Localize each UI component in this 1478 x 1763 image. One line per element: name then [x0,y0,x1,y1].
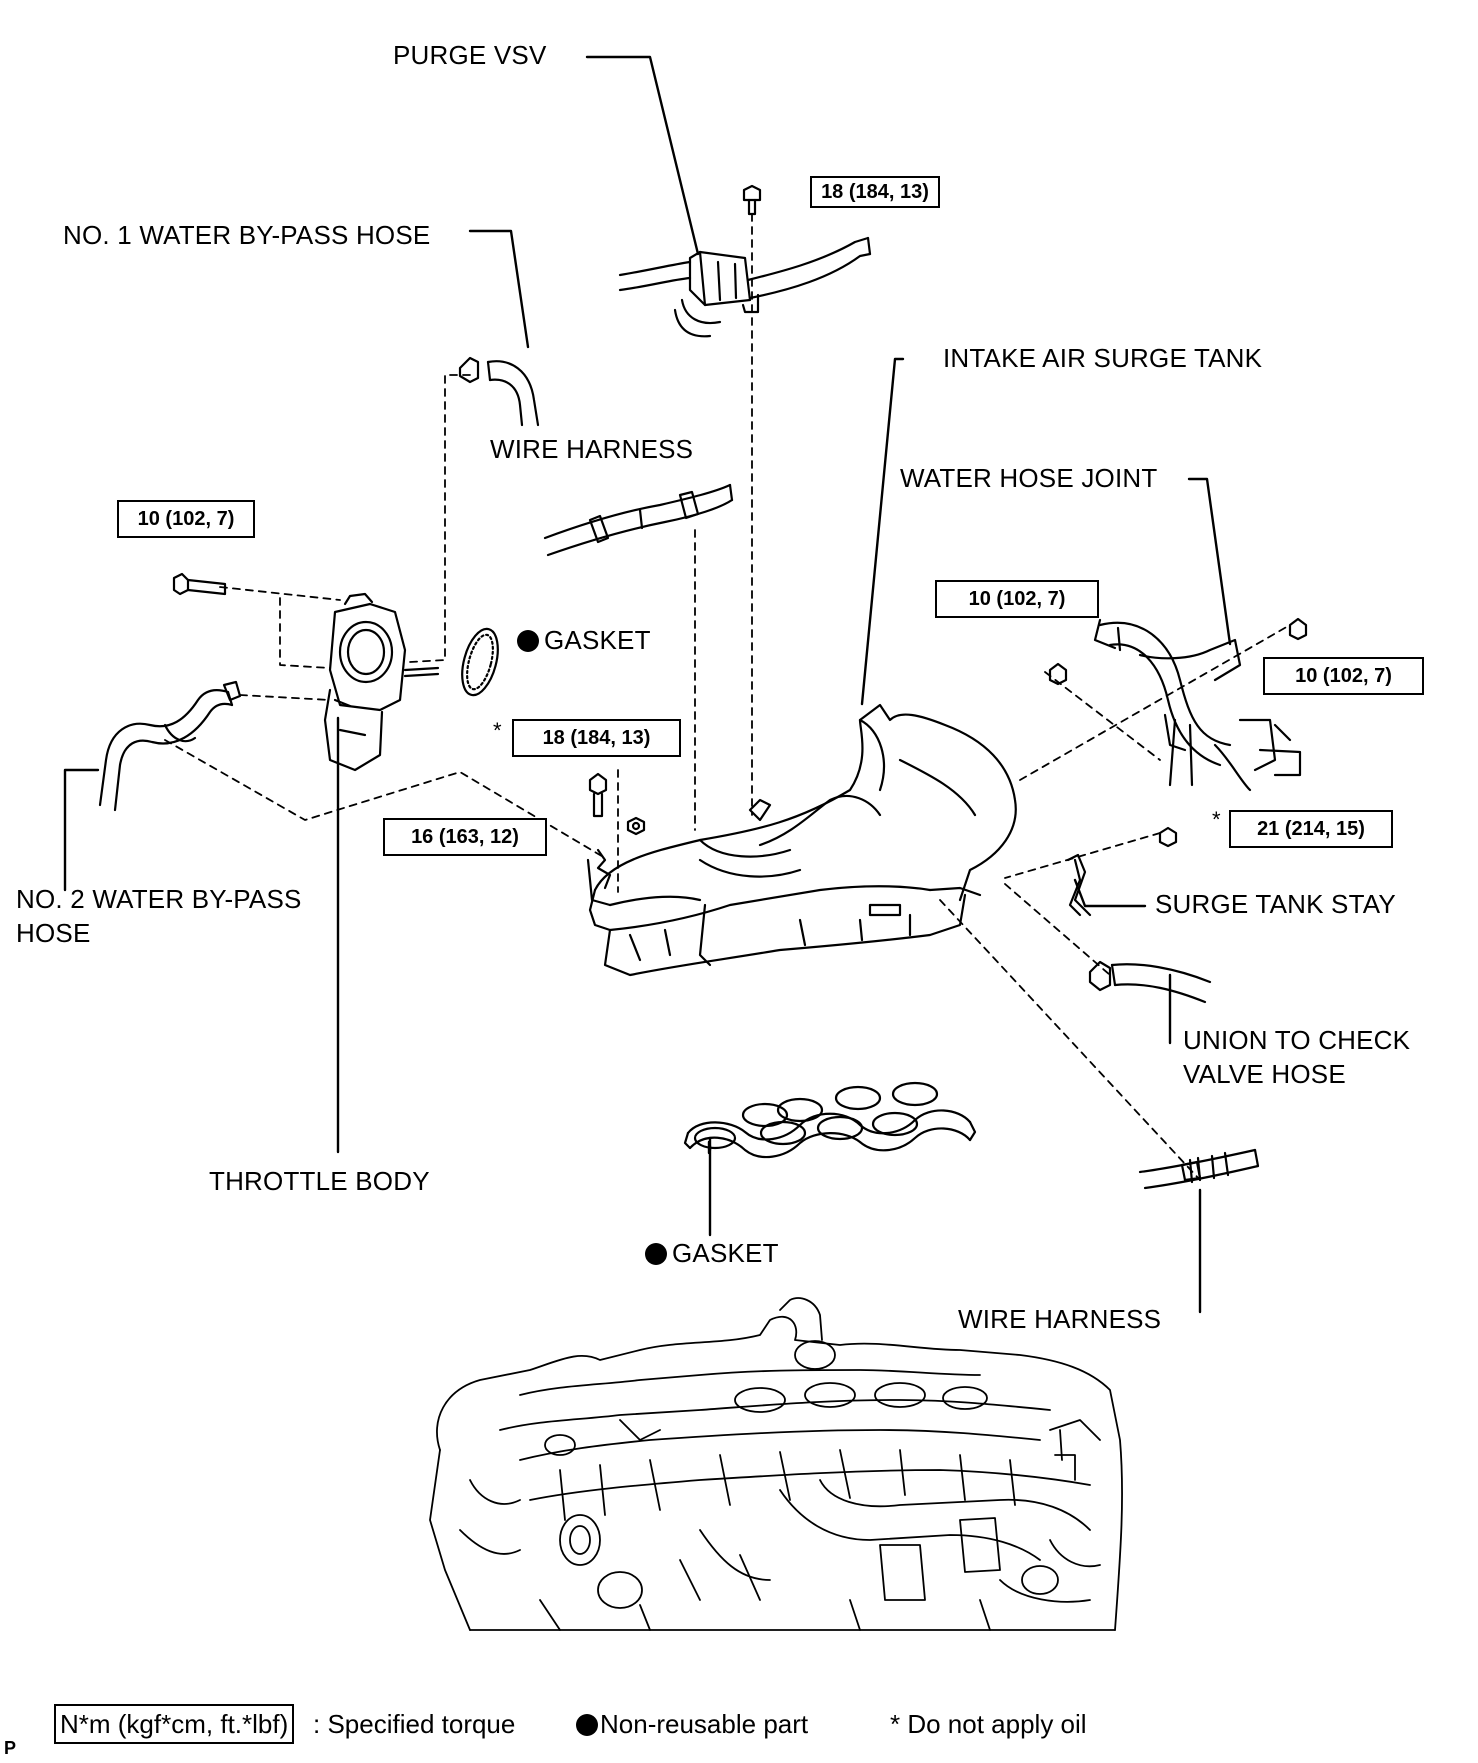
label-water-hose-joint: WATER HOSE JOINT [900,463,1158,493]
legend-no-oil: * Do not apply oil [890,1709,1087,1739]
no2-water-bypass-hose-line1: NO. 2 WATER BY-PASS [16,884,302,914]
no-oil-star-mark: * [493,718,502,743]
purge-vsv-drawing [618,184,872,338]
no2-water-bypass-hose-drawing [98,680,242,812]
intake-surge-tank-drawing [588,703,1017,977]
label-gasket-lower: GASKET [645,1236,779,1270]
dashed-assembly-lines [164,213,1291,1181]
throttle-gasket-drawing [461,627,499,697]
label-purge-vsv: PURGE VSV [393,40,547,70]
throttle-body-bolt-drawing [172,572,227,596]
torque-surge-tank-bolt: 18 (184, 13) [512,719,681,757]
legend-non-reusable-text: Non-reusable part [600,1709,809,1739]
label-no1-water-bypass-hose: NO. 1 WATER BY-PASS HOSE [63,220,431,250]
gasket-lower-text: GASKET [672,1238,779,1268]
no2-water-bypass-hose-line2: HOSE [16,918,91,948]
label-wire-harness-upper: WIRE HARNESS [490,434,694,464]
label-union-check-valve-hose: UNION TO CHECK VALVE HOSE [1183,1023,1410,1091]
label-no2-water-bypass-hose: NO. 2 WATER BY-PASS HOSE [16,882,302,950]
gasket-upper-text: GASKET [544,625,651,655]
legend-torque-unit-box: N*m (kgf*cm, ft.*lbf) [54,1704,295,1744]
non-reusable-dot-icon [576,1714,598,1736]
union-check-valve-hose-line2: VALVE HOSE [1183,1059,1346,1089]
water-hose-joint-drawing [1048,617,1308,792]
label-intake-air-surge-tank: INTAKE AIR SURGE TANK [943,343,1263,373]
label-surge-tank-stay: SURGE TANK STAY [1155,889,1396,919]
torque-surge-tank-stay-bolt: 21 (214, 15) [1229,810,1393,848]
legend-non-reusable: Non-reusable part [576,1706,808,1742]
label-wire-harness-lower: WIRE HARNESS [958,1304,1162,1334]
leader-lines [63,55,1232,1314]
label-throttle-body: THROTTLE BODY [209,1166,430,1196]
surge-tank-stay-drawing [1066,826,1178,917]
non-reusable-dot-icon [645,1243,667,1265]
engine-locator-drawing [429,1297,1123,1631]
throttle-body-drawing [323,592,440,772]
union-check-valve-hose-line1: UNION TO CHECK [1183,1025,1411,1055]
torque-purge-vsv-bolt: 18 (184, 13) [810,176,940,208]
intake-gasket-drawing [683,1081,977,1159]
no1-water-bypass-hose-drawing [458,356,540,427]
non-reusable-dot-icon [517,630,539,652]
legend-torque-desc: : Specified torque [313,1709,516,1739]
wire-harness-lower-drawing [1138,1148,1260,1190]
label-gasket-upper: GASKET [517,623,651,657]
no-oil-star-mark: * [1212,807,1221,832]
torque-surge-tank-nut: 16 (163, 12) [383,818,547,856]
torque-throttle-body-bolt: 10 (102, 7) [117,500,255,538]
union-check-valve-hose-drawing [1088,960,1212,1004]
surge-tank-bolt-drawing [586,772,646,907]
wire-harness-upper-drawing [543,483,734,557]
corner-mark: P [4,1738,17,1758]
torque-water-joint-bolt-right: 10 (102, 7) [1263,657,1424,695]
torque-water-joint-bolt-left: 10 (102, 7) [935,580,1099,618]
